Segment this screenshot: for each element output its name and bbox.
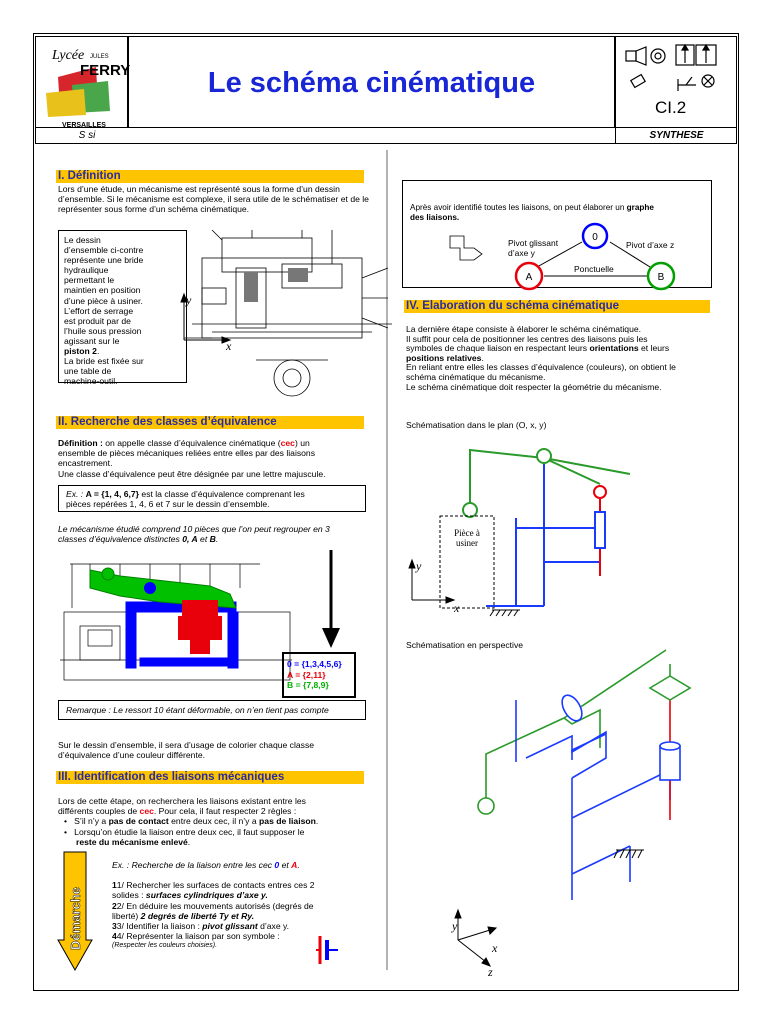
course-code: CI.2 xyxy=(655,98,687,117)
logo-graphic: Lycée JULES FERRY VERSAILLES xyxy=(46,48,130,129)
axis-x-label: x xyxy=(225,339,232,353)
logo-versailles: VERSAILLES xyxy=(62,122,106,129)
persp-axis-z: z xyxy=(487,965,493,979)
planar-schematic: y x Pièce à usiner xyxy=(408,448,631,617)
plan-axis-y: y xyxy=(415,559,422,573)
title-box: Le schéma cinématique xyxy=(128,36,615,128)
logo-ferry: FERRY xyxy=(80,62,130,79)
icons-box xyxy=(615,36,737,128)
section-1-title: I. Définition xyxy=(56,170,364,183)
demarche-arrow: Démarche xyxy=(57,851,93,972)
node-b: B xyxy=(658,272,665,283)
label-pivot-z: Pivot d’axe z xyxy=(626,240,674,250)
column-divider xyxy=(386,150,388,970)
label-ponctuelle: Ponctuelle xyxy=(574,264,614,274)
logo-jules: JULES xyxy=(90,54,109,60)
logo-lycee: Lycée xyxy=(51,48,84,63)
node-a: A xyxy=(526,272,533,283)
page-frame xyxy=(33,33,739,991)
piece-label-1: Pièce à xyxy=(454,528,480,538)
colored-clamp-drawing xyxy=(60,563,292,681)
section-3-title: III. Identification des liaisons mécaniq… xyxy=(56,771,364,784)
label-pivot-glissant-2: d’axe y xyxy=(508,248,536,258)
section-1-paragraph: Lors d’une étude, un mécanisme est repré… xyxy=(58,184,369,215)
classes-note: Le mécanisme étudié comprend 10 pièces q… xyxy=(58,524,330,545)
section-4-title: IV. Elaboration du schéma cinématique xyxy=(404,300,710,313)
plan-caption: Schématisation dans le plan (O, x, y) xyxy=(406,420,547,430)
persp-axis-x: x xyxy=(491,941,498,955)
axis-y-label: y xyxy=(185,293,192,307)
classes-list: 0 = {1,3,4,5,6} A = {2,11} B = {7,8,9} xyxy=(287,659,342,690)
perspective-schematic: y x z xyxy=(451,649,692,979)
example-text: Ex. : A = {1, 4, 6,7} est la classe d’éq… xyxy=(66,489,305,510)
header-subrow xyxy=(35,128,737,144)
remark-box xyxy=(58,700,366,720)
doc-type-label: SYNTHESE xyxy=(615,128,737,144)
clamp-assembly-drawing xyxy=(183,229,392,397)
arrow-down-icon xyxy=(322,550,340,648)
piece-label-2: usiner xyxy=(456,538,478,548)
engineering-icons xyxy=(625,43,717,91)
section-4-text: La dernière étape consiste à élaborer le… xyxy=(406,324,676,392)
example-steps: Ex. : Recherche de la liaison entre les … xyxy=(112,860,315,950)
perspective-caption: Schématisation en perspective xyxy=(406,640,524,650)
axes-section-1: y x xyxy=(180,292,232,353)
definition-box xyxy=(58,230,187,383)
classes-box xyxy=(282,652,356,698)
persp-axis-y: y xyxy=(451,919,458,933)
section-2-title: II. Recherche des classes d’équivalence xyxy=(56,416,364,429)
graph-intro: Après avoir identifié toutes les liaison… xyxy=(410,203,654,223)
section-3-text: Lors de cette étape, on recherchera les … xyxy=(58,796,319,847)
plan-axis-x: x xyxy=(453,601,460,615)
graph-box xyxy=(402,180,712,288)
coloring-note: Sur le dessin d’ensemble, il sera d’usag… xyxy=(58,740,315,761)
section-2-definition: Définition : on appelle classe d’équival… xyxy=(58,438,326,479)
demarche-label: Démarche xyxy=(68,887,83,950)
liaison-graph: 0 A B Pivot glissant d’axe y Pivot d’axe… xyxy=(449,222,676,291)
school-logo: Lycée JULES FERRY VERSAILLES xyxy=(35,36,130,129)
page-title: Le schéma cinématique xyxy=(207,67,536,99)
subject-label: S si xyxy=(78,130,96,141)
label-pivot-glissant-1: Pivot glissant xyxy=(508,238,559,248)
pivot-glissant-symbol xyxy=(316,936,338,964)
remark-text: Remarque : Le ressort 10 étant déformabl… xyxy=(66,705,329,715)
example-box xyxy=(58,485,366,512)
node-0: 0 xyxy=(592,232,598,243)
